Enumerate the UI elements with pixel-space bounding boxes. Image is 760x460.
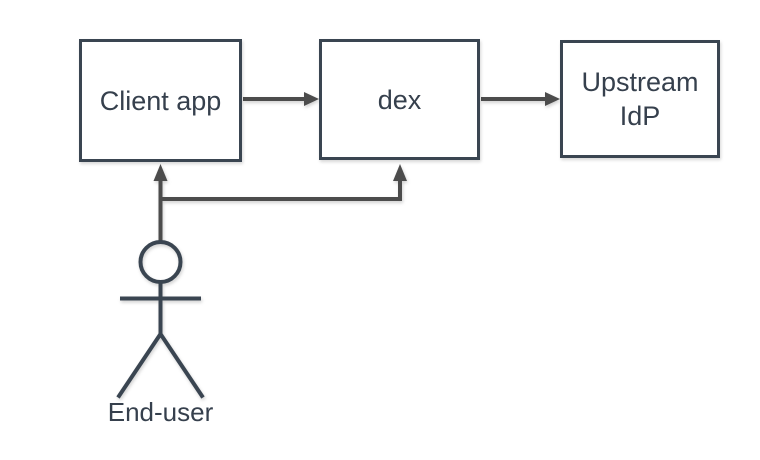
stick-figure-right-leg [158,332,205,399]
node-upstream-idp: Upstream IdP [560,40,720,158]
enduser-label: End-user [107,397,214,427]
edge-enduser-to-dex [160,164,407,201]
node-client-app: Client app [79,39,242,162]
edge-clientapp-to-dex [243,92,319,106]
node-client-app-label: Client app [99,85,222,116]
node-upstream-idp-label: Upstream IdP [581,67,699,131]
stick-figure-left-leg [116,332,163,399]
node-dex: dex [319,39,480,160]
stick-figure-head [138,240,183,284]
edge-dex-to-upstreamidp [481,92,560,106]
edge-enduser-to-clientapp [153,164,168,241]
node-dex-label: dex [377,84,422,115]
